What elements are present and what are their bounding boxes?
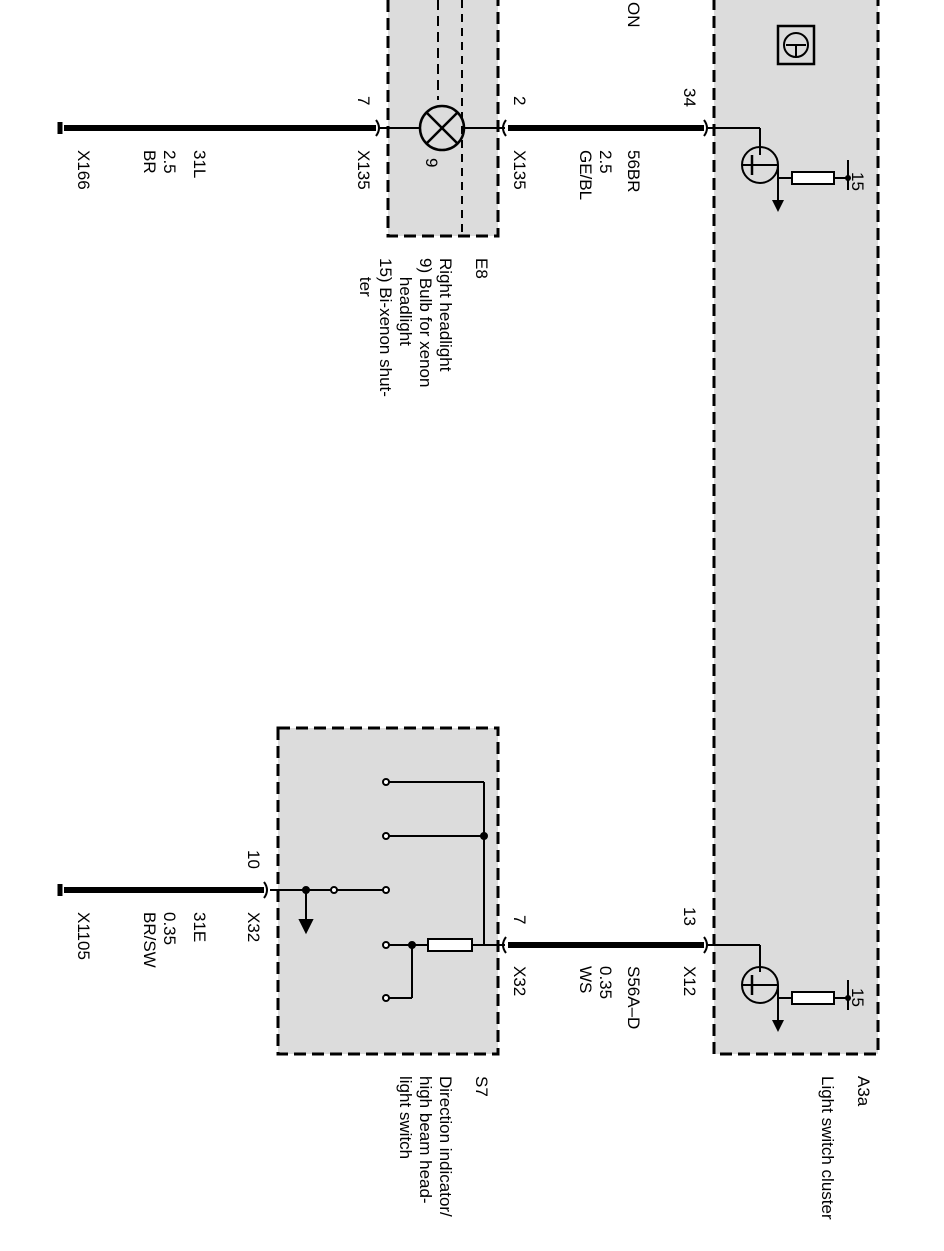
connector-label: X32 xyxy=(510,966,529,996)
pin-label: 7 xyxy=(354,96,373,105)
wire-label: 31E xyxy=(190,912,209,942)
connector-label: X135 xyxy=(510,150,529,190)
wire-label: 31L xyxy=(190,150,209,178)
ground-x1105-label: X1105 xyxy=(74,912,93,960)
right-headlight-box xyxy=(386,0,500,238)
e8-desc-4: 15) Bi-xenon shut- xyxy=(376,258,395,397)
e8-desc-3: headlight xyxy=(396,258,415,346)
bulb-number-label: 9 xyxy=(422,158,441,167)
transistor-icon xyxy=(741,966,851,1032)
module-id-S7: S7 xyxy=(472,1076,491,1097)
s7-desc-1: Direction indicator/ xyxy=(436,1076,455,1217)
module-id-E8: E8 xyxy=(472,258,491,279)
fuse-15-label: 15 xyxy=(848,988,867,1007)
switch-contacts xyxy=(270,778,505,1002)
transistor-icon xyxy=(741,146,851,212)
wire-label: 0.35 xyxy=(596,966,615,999)
connector-label: X135 xyxy=(354,150,373,190)
wire-label: 2.5 xyxy=(596,150,615,174)
ground-symbol-icon xyxy=(776,24,816,66)
wire-label: BR xyxy=(140,150,159,174)
pin-label: 34 xyxy=(680,88,699,107)
wire-label: BR/SW xyxy=(140,912,159,968)
e8-desc-5: ter xyxy=(356,258,375,297)
wire-label: WS xyxy=(576,966,595,993)
pin-label: 13 xyxy=(680,907,699,926)
connector-label: X32 xyxy=(244,912,263,942)
a3a-desc: Light switch cluster xyxy=(818,1076,837,1220)
pin-label: 7 xyxy=(510,915,529,924)
wire-label: 0.35 xyxy=(160,912,179,945)
wire-label: GE/BL xyxy=(576,150,595,200)
ground-x166-label: X166 xyxy=(74,150,93,190)
s7-desc-2: high beam head- xyxy=(416,1076,435,1204)
connector-label: X12 xyxy=(680,966,699,996)
e8-desc-2: 9) Bulb for xenon xyxy=(416,258,435,387)
pin-label: 10 xyxy=(244,850,263,869)
wire-label: S56A–D xyxy=(624,966,643,1029)
fuse-15-label: 15 xyxy=(848,172,867,191)
top-fragment-label: ON xyxy=(624,2,643,28)
pin-label: 2 xyxy=(510,96,529,105)
wire-label: 2.5 xyxy=(160,150,179,174)
s7-desc-3: light switch xyxy=(396,1076,415,1159)
module-id-A3a: A3a xyxy=(854,1076,873,1107)
wire-label: 56BR xyxy=(624,150,643,193)
e8-desc-1: Right headlight xyxy=(436,258,455,372)
light-switch-cluster-box xyxy=(712,0,880,1056)
